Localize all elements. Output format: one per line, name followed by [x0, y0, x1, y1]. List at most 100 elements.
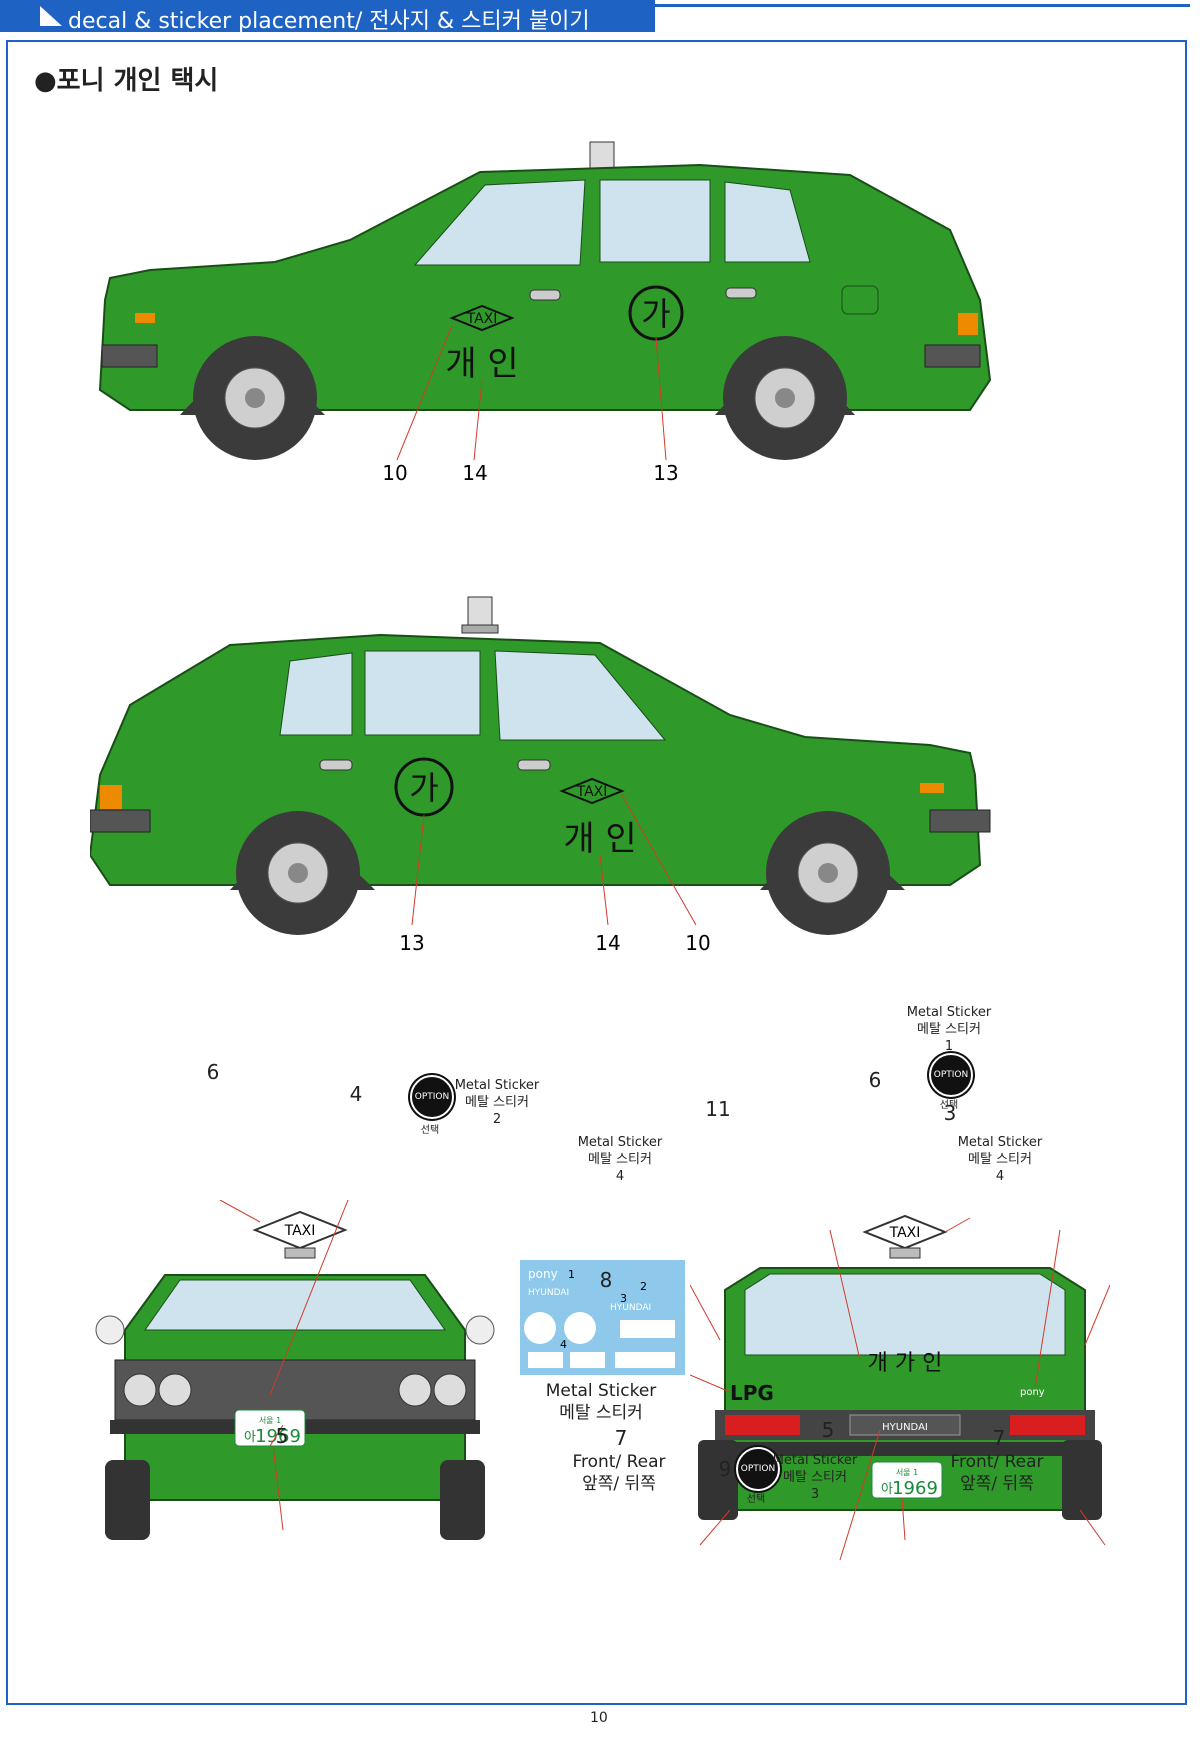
option-badge-rear-top: OPTION	[929, 1053, 973, 1097]
leader-5-rear	[901, 1497, 906, 1541]
rear-badge-plate	[849, 1414, 961, 1436]
label-7b-rear: 7	[992, 1426, 1006, 1450]
sticker-caption-rear-1: Metal Sticker 메탈 스티커 1	[884, 1004, 1014, 1055]
label-5-rear: 5	[821, 1418, 835, 1442]
headlight-1	[123, 1373, 157, 1407]
leader-10-2	[621, 794, 697, 926]
roof-light-2	[461, 596, 499, 634]
private-text-2: 개 인	[563, 819, 636, 859]
front-rear-en-left: Front/ Rear	[572, 1452, 666, 1472]
sticker-caption-front: Metal Sticker 메탈 스티커 2	[432, 1077, 562, 1128]
svg-text:TAXI: TAXI	[889, 1225, 921, 1241]
option-badge-front: OPTION	[410, 1075, 454, 1119]
front-rear-ko-left: 앞쪽/ 뒤쪽	[582, 1474, 656, 1494]
sheet-rect-1	[620, 1320, 675, 1338]
sticker4a-num: 4	[615, 1169, 625, 1184]
label-5-front: 5	[275, 1424, 289, 1448]
leader-4-front	[269, 1200, 349, 1396]
tail-light-left	[725, 1415, 800, 1435]
label-13-side2: 13	[399, 931, 424, 955]
sticker1-en: Metal Sticker	[906, 1005, 992, 1020]
rear-private-text: 개 가 인	[868, 1351, 943, 1376]
window-rear-2	[279, 652, 353, 736]
label-4-front: 4	[349, 1082, 363, 1106]
door-handle-1b	[725, 287, 757, 299]
header-bar	[0, 0, 655, 32]
leader-4b-rear	[1084, 1284, 1110, 1346]
private-text-1: 개 인	[445, 344, 518, 384]
leader-8-rear	[690, 1374, 731, 1393]
leader-10-1	[396, 324, 453, 461]
rear-window	[744, 1273, 1066, 1356]
label-6-front: 6	[206, 1060, 220, 1084]
leader-6-front	[219, 1200, 261, 1223]
header-rule	[650, 4, 1190, 7]
tail-lamp-2	[100, 785, 122, 809]
sheet-rect-3	[570, 1352, 605, 1368]
label-13-side1: 13	[653, 461, 678, 485]
leader-4a-rear	[690, 1284, 721, 1341]
leader-11-rear	[829, 1229, 861, 1361]
taxi-roof-sign-front: TAXI	[252, 1210, 348, 1259]
rear-view: TAXI 개 가 인 LPG pony HYUNDAI 서울 1 아 1969	[690, 1214, 1110, 1561]
ga-text-2: 가	[409, 769, 438, 807]
sheet-circle-2	[564, 1312, 596, 1344]
sheet-num-4: 4	[560, 1338, 567, 1351]
label-7a-rear: 7	[614, 1426, 628, 1450]
rear-pony-text: pony	[1020, 1387, 1045, 1398]
page-frame	[6, 40, 1187, 1705]
sticker-caption-rear-4a: Metal Sticker 메탈 스티커 4	[555, 1134, 685, 1185]
sheet-rect-2	[528, 1352, 563, 1368]
taxi-roof-sign-rear: TAXI	[862, 1214, 948, 1259]
sticker3-num: 3	[810, 1487, 820, 1502]
sticker3-en: Metal Sticker	[772, 1453, 858, 1468]
sticker4b-num: 4	[995, 1169, 1005, 1184]
taxi-decal-1: TAXI	[449, 304, 515, 332]
mirror-right	[465, 1315, 495, 1345]
leader-14-1	[473, 379, 483, 461]
flag-icon	[40, 6, 62, 26]
metal-sticker-sheet: pony HYUNDAI HYUNDAI 1 2 3 4	[520, 1260, 685, 1375]
label-8-rear: 8	[599, 1268, 613, 1292]
ga-text-1: 가	[641, 295, 670, 333]
side-view-right: 가 TAXI 개 인 13 14 10	[90, 596, 991, 955]
door-handle-2a	[319, 759, 353, 771]
sticker-caption-rear-4b: Metal Sticker 메탈 스티커 4	[935, 1134, 1065, 1185]
rear-plate-number: 1969	[892, 1478, 938, 1499]
sticker4a-en: Metal Sticker	[577, 1135, 663, 1150]
wheel-front-2	[766, 811, 890, 935]
rear-plate	[871, 1461, 943, 1499]
leader-5-front-a	[269, 1424, 284, 1447]
tail-light-right	[1010, 1415, 1085, 1435]
taxi-text-2: TAXI	[576, 784, 608, 800]
mirror-left	[95, 1315, 125, 1345]
window-front-2	[494, 650, 667, 741]
leader-13-1	[655, 337, 667, 461]
sheet-brand-text-1: HYUNDAI	[528, 1288, 569, 1298]
window-mid-1	[599, 179, 711, 263]
sheet-rect-4	[615, 1352, 675, 1368]
sticker4a-ko: 메탈 스티커	[588, 1152, 652, 1167]
sticker4b-en: Metal Sticker	[957, 1135, 1043, 1150]
sticker-front-en: Metal Sticker	[454, 1078, 540, 1093]
label-9-rear: 9	[718, 1457, 732, 1481]
page-number: 10	[590, 1710, 608, 1726]
front-tire-right	[440, 1460, 485, 1540]
sticker1-num: 1	[944, 1039, 954, 1054]
sheet-brand-text-2: HYUNDAI	[610, 1303, 651, 1313]
tail-lamp-1	[958, 313, 978, 335]
front-plate-region: 서울 1	[259, 1416, 281, 1425]
rear-brand-text: HYUNDAI	[882, 1422, 928, 1433]
wheel-rear-1	[723, 336, 847, 460]
side-view-left: TAXI 개 인 가 10 14 13	[98, 141, 992, 485]
option-sub-front: 선택	[420, 1125, 440, 1136]
front-rear-en-right: Front/ Rear	[950, 1452, 1044, 1472]
front-tire-left	[105, 1460, 150, 1540]
sheet-num-2: 2	[640, 1280, 647, 1293]
front-plate-number: 1969	[255, 1426, 301, 1447]
label-10-side1: 10	[382, 461, 407, 485]
label-3-rear: 3	[943, 1101, 957, 1125]
leader-7a-rear	[699, 1509, 731, 1546]
sticker-front-ko: 메탈 스티커	[465, 1095, 529, 1110]
option-badge-rear-bottom: OPTION	[736, 1447, 780, 1491]
